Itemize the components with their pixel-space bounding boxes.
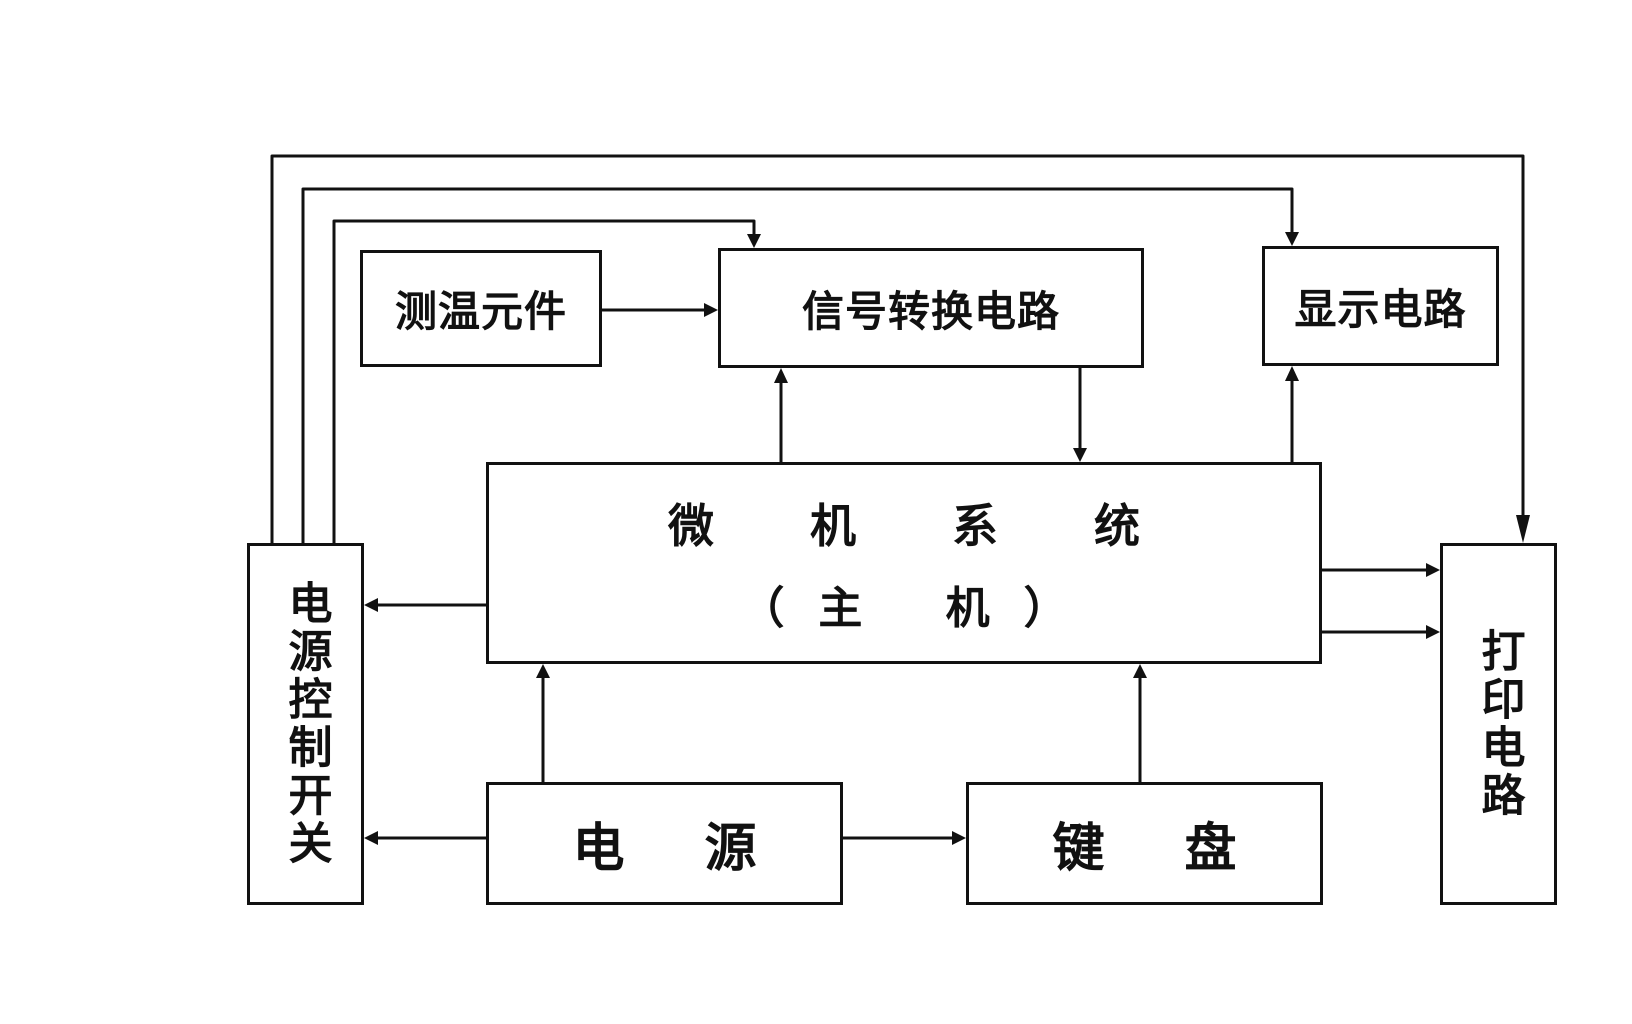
arrowhead-keyboard-to-micro <box>1133 664 1147 678</box>
label-keyboard: 键盘 <box>1052 819 1317 879</box>
line-powerctl-to-display <box>301 187 1294 545</box>
box-power-control-switch: 电源控制开关 <box>247 543 364 905</box>
box-keyboard: 键盘 <box>966 782 1323 905</box>
box-display-circuit: 显示电路 <box>1262 246 1499 366</box>
box-power-supply: 电源 <box>486 782 843 905</box>
arrowhead-print-top <box>1516 515 1530 543</box>
line-powerctl-to-signal <box>332 219 756 545</box>
arrowhead-print-1 <box>1426 563 1440 577</box>
arrowhead-powerctl-2 <box>364 831 378 845</box>
box-print-circuit: 打印电路 <box>1440 543 1557 905</box>
label-display-circuit: 显示电路 <box>1294 284 1467 334</box>
arrowhead-power-to-micro <box>536 664 550 678</box>
label-power-supply: 电源 <box>572 819 837 879</box>
label-temperature-sensor: 测温元件 <box>394 287 567 336</box>
label-signal-converter: 信号转换电路 <box>801 286 1060 336</box>
arrowhead-display-top <box>1285 232 1299 246</box>
arrowhead-signal-to-micro <box>1073 448 1087 462</box>
box-microcomputer-system: 微 机 系 统 （主 机） <box>486 462 1322 664</box>
label-microcomputer-system: 微 机 系 统 <box>667 499 1181 553</box>
label-print-circuit: 打印电路 <box>1473 628 1525 820</box>
line-powerctl-to-print <box>270 154 1525 545</box>
arrowhead-keyboard <box>952 831 966 845</box>
arrowhead-print-2 <box>1426 625 1440 639</box>
box-signal-converter: 信号转换电路 <box>718 248 1144 368</box>
arrowhead-micro-to-signal <box>774 368 788 383</box>
arrowhead-powerctl-1 <box>364 598 378 612</box>
label-host: （主 机） <box>740 583 1102 634</box>
arrowhead-micro-to-display <box>1285 366 1299 381</box>
box-temperature-sensor: 测温元件 <box>360 250 602 367</box>
arrowhead-sensor-to-signal <box>704 303 718 317</box>
arrowhead-signal-top <box>747 234 761 248</box>
label-power-control-switch: 电源控制开关 <box>280 580 332 868</box>
